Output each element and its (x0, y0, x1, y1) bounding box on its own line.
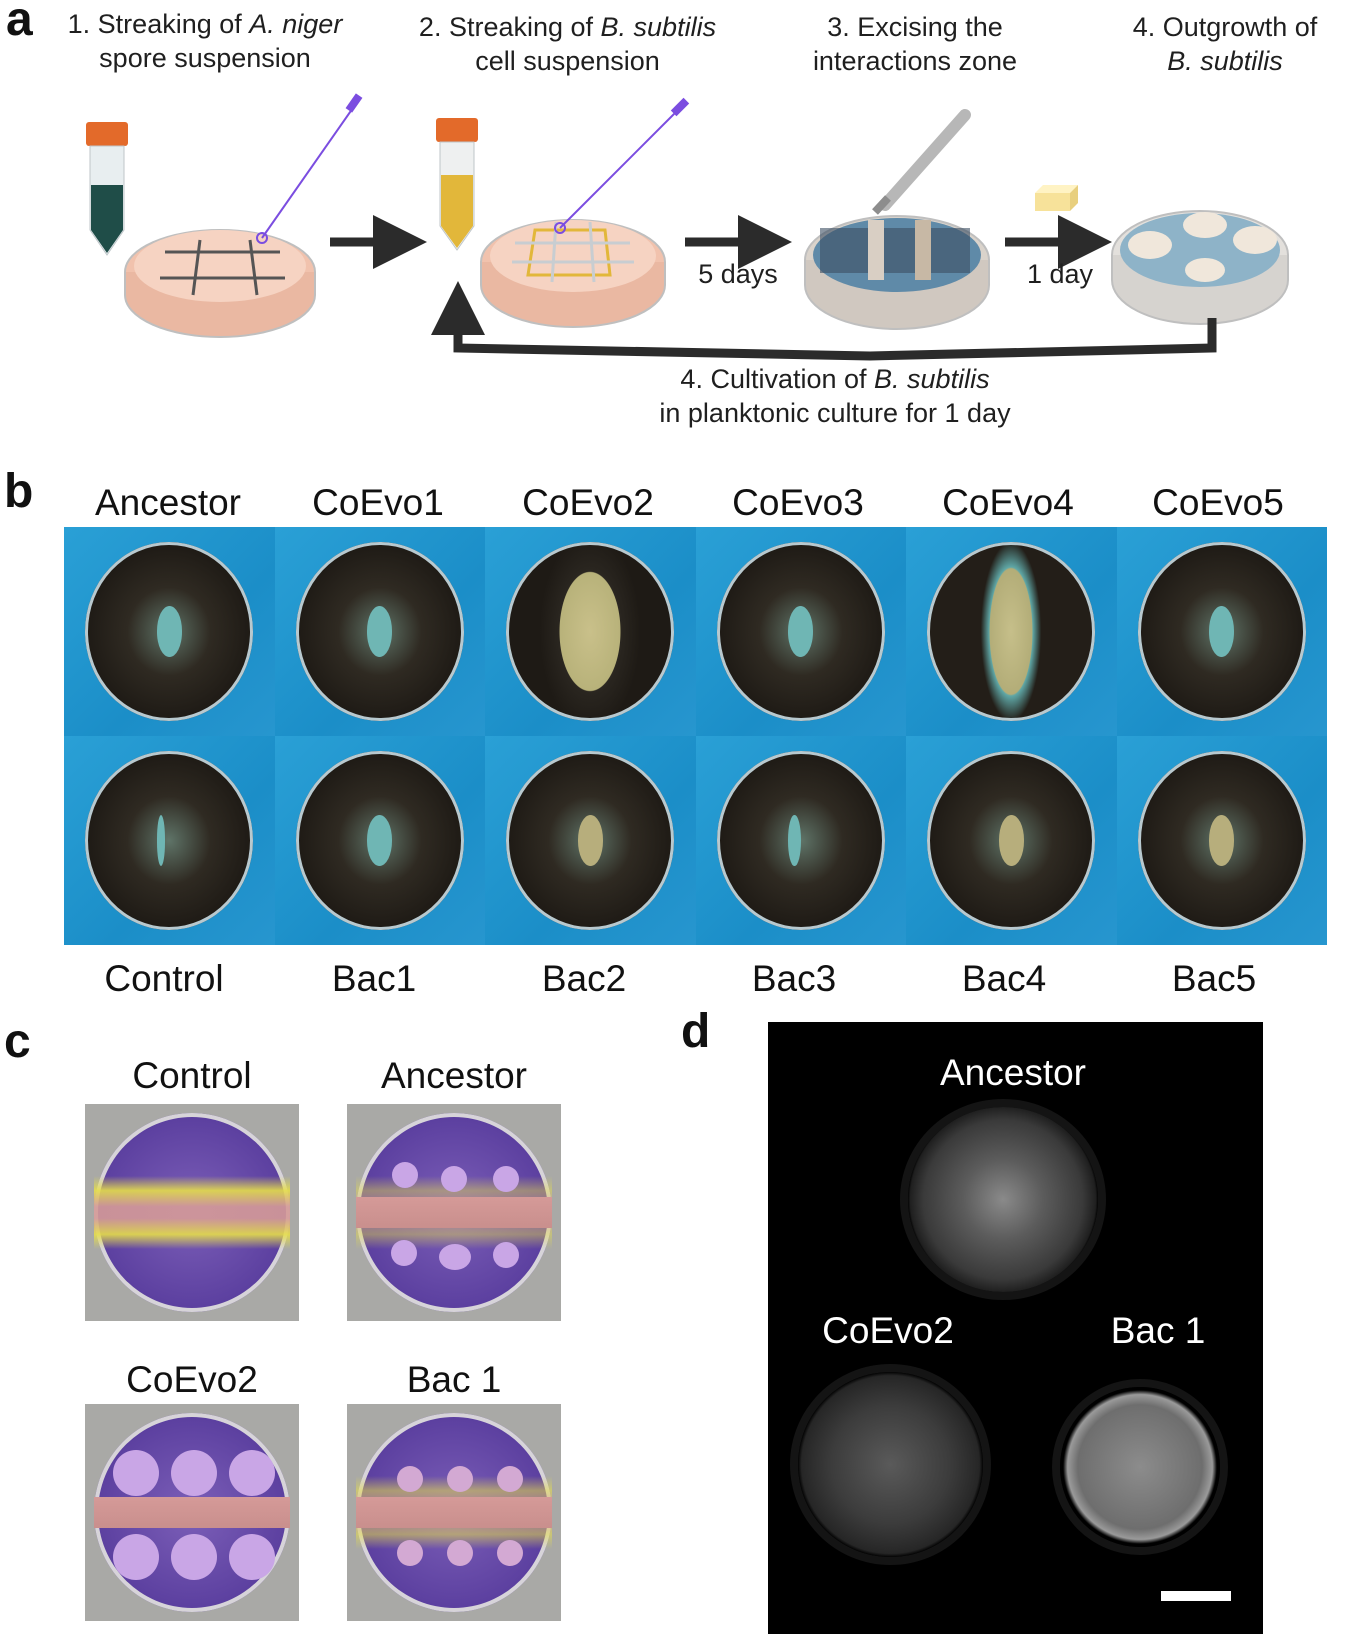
plate-photo (906, 527, 1117, 736)
panel-letter-a: a (6, 0, 33, 46)
petri-dish-step2 (480, 97, 690, 328)
strain-label: Bac5 (1171, 958, 1257, 999)
colony-label-bac1: Bac 1 (1110, 1310, 1206, 1351)
strain-label: Ancestor (94, 482, 241, 523)
petri-dish-step1 (124, 93, 363, 338)
step-2-label: 2. Streaking of B. subtilis cell suspens… (418, 12, 717, 76)
strain-label: Bac3 (751, 958, 837, 999)
plate-photo (485, 736, 696, 945)
strain-label: CoEvo3 (732, 482, 864, 523)
cycle-arrow (431, 281, 1217, 361)
strain-label: Control (104, 958, 224, 999)
plate-label-bac1: Bac 1 (406, 1359, 502, 1400)
falcon-tube-spores (86, 122, 128, 256)
agar-block (1035, 185, 1078, 211)
plate-photo (64, 736, 275, 945)
colony-ancestor (908, 1107, 1098, 1292)
plate-photo (695, 527, 906, 736)
workflow-diagram (86, 93, 1289, 361)
arrow-label-5-days: 5 days (698, 259, 778, 289)
plate-photo-control (85, 1104, 299, 1321)
plate-photo (1116, 527, 1327, 736)
strain-label: Bac4 (961, 958, 1047, 999)
strain-label: Bac1 (331, 958, 417, 999)
plate-photo (274, 736, 485, 945)
strain-label: CoEvo5 (1152, 482, 1284, 523)
plate-photo (1116, 736, 1327, 945)
step-1-label: 1. Streaking of A. niger spore suspensio… (67, 9, 343, 73)
panel-b-plate-grid (64, 527, 1327, 945)
plate-photo-ancestor (347, 1104, 561, 1321)
petri-dish-step4 (1111, 210, 1289, 325)
scale-bar (1161, 1591, 1231, 1601)
strain-label: CoEvo2 (522, 482, 654, 523)
colony-label-ancestor: Ancestor (939, 1052, 1086, 1093)
plate-photo (64, 527, 275, 736)
cycle-label: 4. Cultivation of B. subtilis in plankto… (659, 364, 1011, 428)
panel-letter-d: d (681, 1005, 711, 1058)
strain-label: Bac2 (541, 958, 627, 999)
colony-label-coevo2: CoEvo2 (822, 1310, 954, 1351)
plate-label-control: Control (132, 1055, 252, 1096)
plate-photo (274, 527, 485, 736)
arrow-label-1-day: 1 day (1026, 259, 1094, 289)
colony-coevo2 (798, 1372, 983, 1557)
plate-photo (695, 736, 906, 945)
plate-photo (485, 527, 696, 736)
falcon-tube-cells (436, 118, 478, 251)
plate-label-coevo2: CoEvo2 (126, 1359, 258, 1400)
plate-photo-bac1 (347, 1404, 561, 1621)
step-4-label: 4. Outgrowth of B. subtilis (1132, 12, 1318, 76)
petri-dish-step3 (804, 109, 990, 330)
step-3-label: 3. Excising the interactions zone (812, 12, 1018, 76)
plate-label-ancestor: Ancestor (380, 1055, 527, 1096)
strain-label: CoEvo4 (942, 482, 1074, 523)
panel-letter-b: b (4, 465, 34, 518)
panel-letter-c: c (4, 1015, 31, 1068)
plate-photo-coevo2 (85, 1404, 299, 1621)
plate-photo (906, 736, 1117, 945)
panel-d-colony-images: Ancestor CoEvo2 Bac 1 (768, 1022, 1263, 1634)
colony-bac1 (1060, 1387, 1220, 1547)
strain-label: CoEvo1 (312, 482, 444, 523)
